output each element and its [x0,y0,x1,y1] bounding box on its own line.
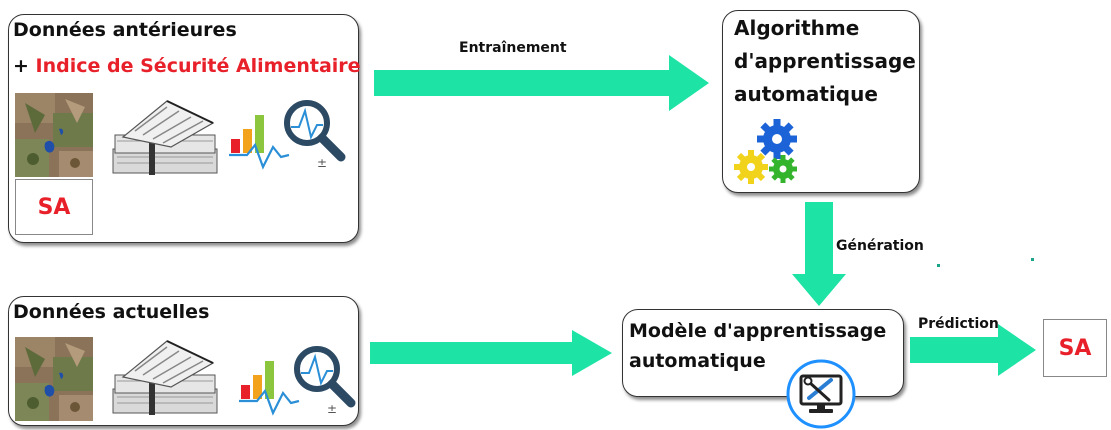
model-box: Modèle d'apprentissage automatique [622,309,904,397]
satellite-image-icon [15,337,93,421]
model-title-line1: Modèle d'apprentissage [629,320,887,342]
chart-magnifier-icon: ± [229,100,346,170]
output-sa-label: SA [1058,335,1092,361]
prediction-arrow [910,324,1036,376]
plus-sign: + [13,55,36,77]
sa-label-box: SA [15,179,93,235]
gears-icon [734,119,797,184]
past-data-box: Données antérieures + Indice de Sécurité… [8,14,361,243]
satellite-image-icon [15,93,93,177]
generation-label: Génération [836,238,924,254]
training-arrow [374,55,709,111]
current-data-box: Données actuelles ± [8,296,359,426]
prediction-label: Prédiction [918,316,999,332]
training-label: Entraînement [459,40,567,56]
past-data-title: Données antérieures [13,19,237,41]
food-security-index-line: + Indice de Sécurité Alimentaire [13,53,361,79]
output-sa-box: SA [1043,319,1107,377]
svg-text:±: ± [317,156,327,170]
algorithm-box: Algorithme d'apprentissage automatique [722,10,920,193]
newspaper-stack-icon [112,340,218,415]
data-input-arrow [370,330,612,376]
algorithm-title-line2: d'apprentissage [734,49,916,73]
generation-arrow [792,202,846,306]
algorithm-title-line3: automatique [734,82,878,106]
food-security-index-label: Indice de Sécurité Alimentaire [35,55,361,77]
decorative-dot [1031,258,1034,261]
decorative-dot [937,264,940,267]
sa-label: SA [37,194,71,220]
current-data-title: Données actuelles [13,301,210,323]
chart-magnifier-icon: ± [239,346,356,416]
monitor-tools-icon [786,359,856,429]
model-title-line2: automatique [629,350,766,372]
svg-text:±: ± [327,402,337,416]
newspaper-stack-icon [112,100,218,175]
algorithm-title-line1: Algorithme [734,16,860,40]
